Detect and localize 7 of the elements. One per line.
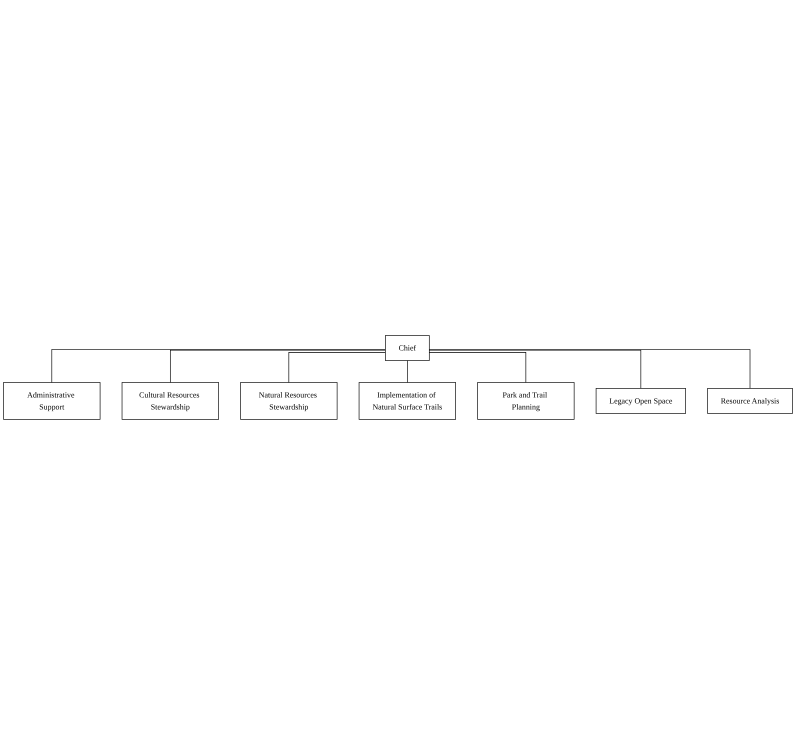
connector: [288, 352, 386, 382]
connector: [428, 349, 642, 388]
connector: [51, 348, 386, 382]
connector: [170, 349, 386, 382]
connector: [428, 348, 750, 388]
connector: [428, 352, 526, 382]
connector: [407, 360, 408, 382]
